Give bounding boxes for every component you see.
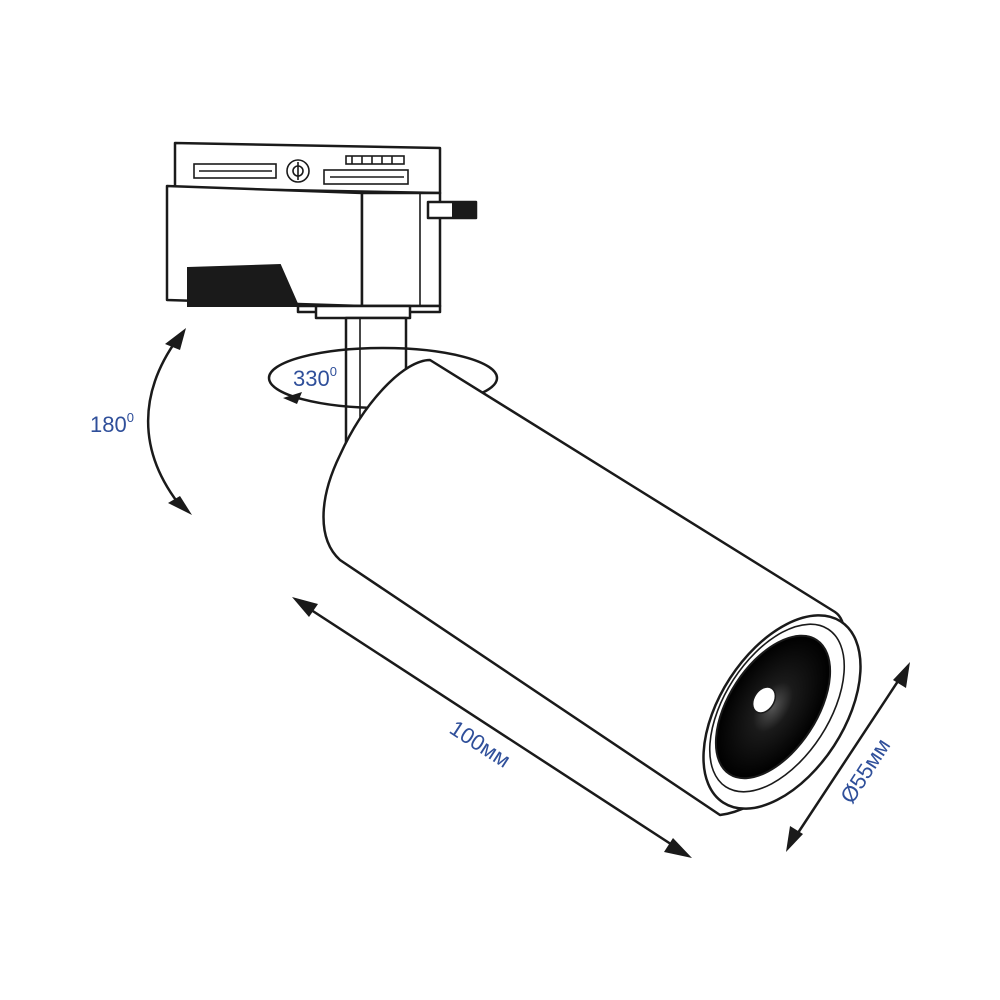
adapter-connector-pins	[345, 155, 405, 165]
length-label: 100мм	[445, 715, 515, 772]
tilt-angle-label: 1800	[90, 410, 134, 437]
spotlight-body	[322, 358, 862, 817]
rotation-arrow-head	[283, 392, 302, 404]
length-line	[301, 602, 681, 852]
rotation-angle-label: 3300	[293, 364, 337, 391]
adapter-collar	[314, 304, 412, 320]
track-adapter	[165, 141, 478, 320]
adapter-slot-right	[323, 169, 409, 185]
led-lens-icon	[714, 634, 832, 780]
diameter-line	[790, 671, 906, 843]
tilt-arrow-head-bottom	[168, 496, 192, 515]
tilt-arrow-head-top	[165, 328, 186, 350]
led-chip	[751, 686, 777, 714]
diameter-label: Ø55мм	[835, 734, 895, 808]
adapter-screw-icon	[286, 159, 310, 183]
length-arrow-head-start	[292, 597, 318, 617]
diameter-arrow-head-bottom	[786, 826, 803, 852]
diameter-arrow-head-top	[893, 662, 910, 688]
tilt-dimension	[146, 328, 192, 515]
length-arrow-head-end	[664, 838, 692, 858]
adapter-top-plate	[173, 141, 442, 195]
adapter-slot-left	[193, 163, 277, 179]
cylinder-inner-rim	[708, 623, 846, 793]
length-dimension	[292, 597, 692, 858]
tilt-arc	[146, 337, 183, 509]
diameter-dimension	[786, 662, 910, 852]
adapter-dark-block	[187, 263, 300, 307]
adapter-lock-tab-dark	[452, 203, 476, 217]
